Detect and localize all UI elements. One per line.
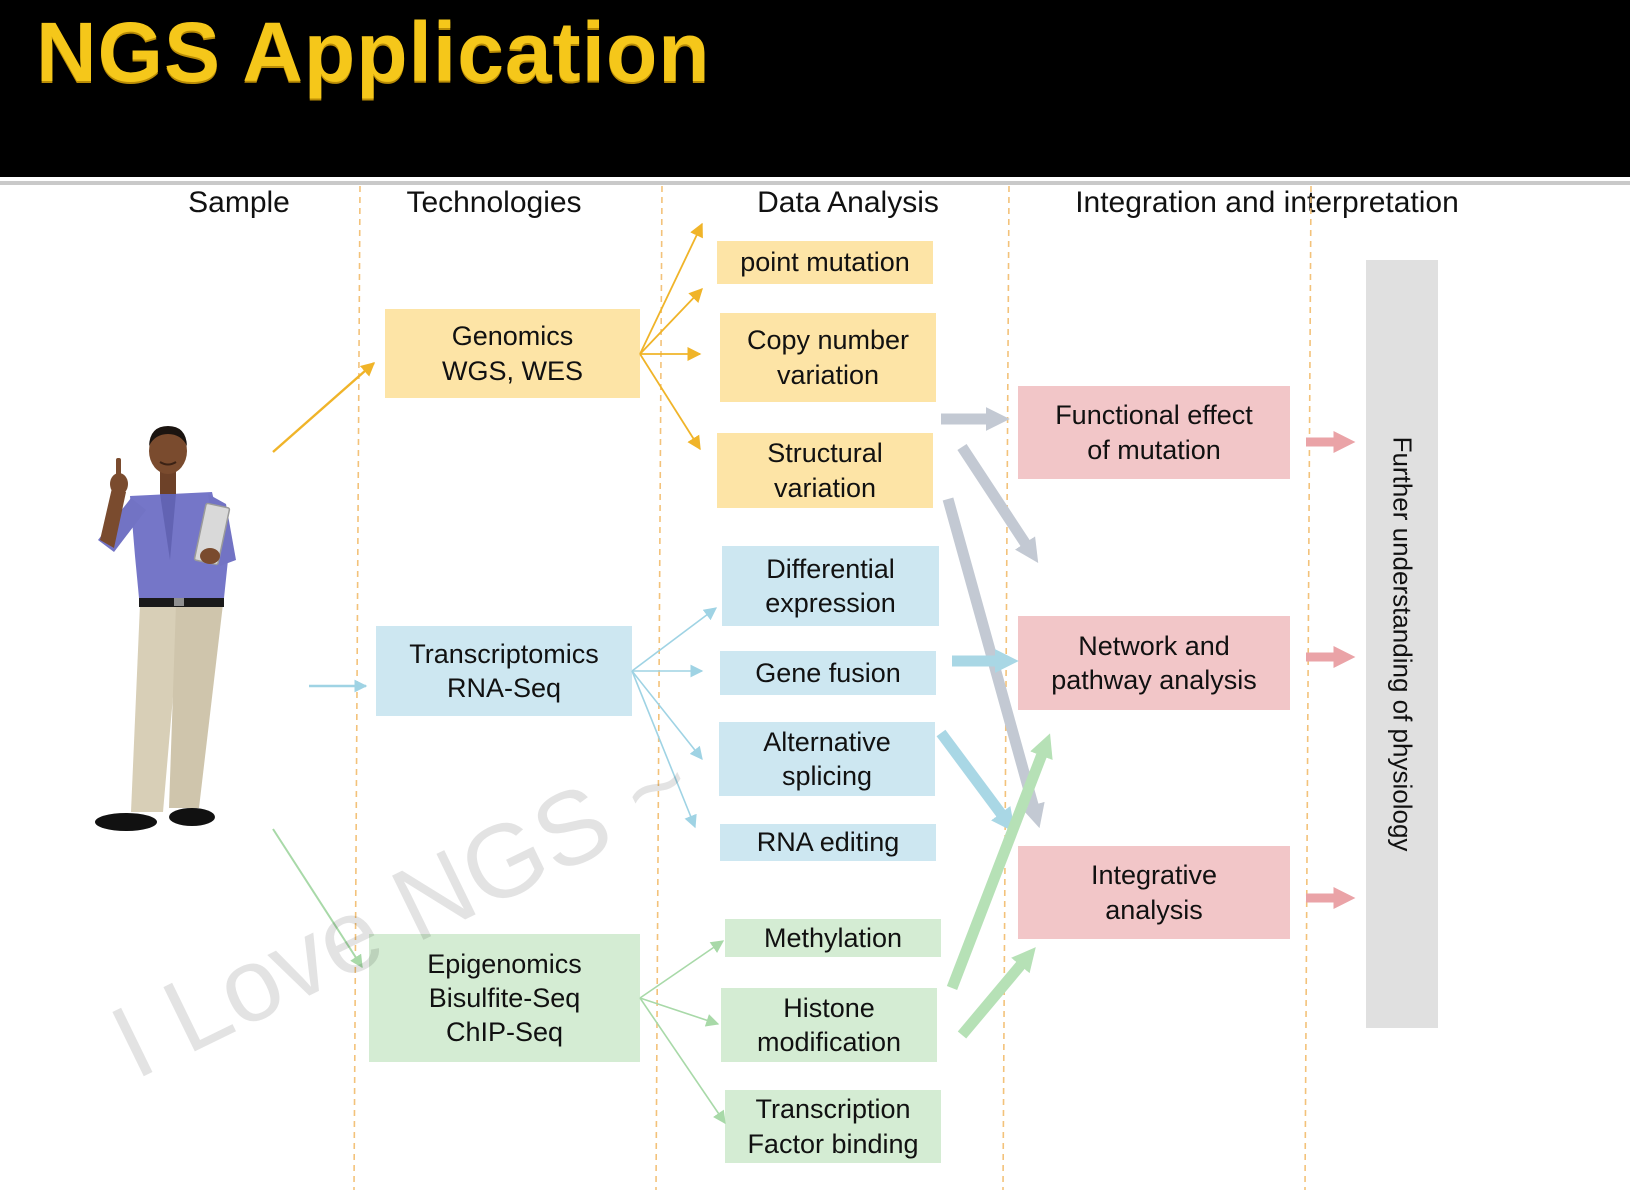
physiology-bar [1366, 260, 1438, 1028]
functional-line-2: of mutation [1087, 434, 1221, 465]
arrow-epi-to-network [946, 733, 1053, 990]
methylation-box: Methylation [725, 919, 941, 957]
page-title: NGS Application [36, 5, 711, 99]
copy-number-line-2: variation [776, 359, 880, 390]
arrow-trans-to-differential [631, 607, 718, 672]
arrow-sample-to-epigenomics [272, 828, 363, 969]
column-header-data-analysis: Data Analysis [757, 186, 939, 219]
arrow-genomics-to-point-mutation [639, 222, 703, 355]
network-line-1: Network and [1078, 630, 1230, 661]
structural-line-1: Structural [767, 438, 883, 469]
integrative-line-2: analysis [1105, 894, 1203, 925]
column-header-sample: Sample [188, 186, 290, 219]
differential-line-2: expression [765, 588, 896, 618]
arrow-epi-to-tf-binding [639, 997, 726, 1125]
epigenomics-method-1: Bisulfite-Seq [428, 982, 581, 1013]
tf-binding-box: Transcription Factor binding [725, 1090, 941, 1163]
arrow-genomics-to-structural [639, 353, 701, 451]
transcriptomics-label: Transcriptomics [409, 638, 599, 669]
network-line-2: pathway analysis [1051, 665, 1257, 695]
arrow-epi-to-histone [639, 997, 720, 1027]
column-divider-3 [1002, 185, 1010, 1190]
differential-expression-box: Differential expression [722, 546, 939, 626]
arrow-genomics-to-upper [639, 287, 703, 355]
tf-binding-line-2: Factor binding [747, 1128, 919, 1159]
header-divider [0, 181, 1630, 185]
epigenomics-box: Epigenomics Bisulfite-Seq ChIP-Seq [369, 934, 640, 1062]
copy-number-variation-box: Copy number variation [720, 313, 936, 402]
epigenomics-method-2: ChIP-Seq [445, 1017, 564, 1048]
gene-fusion-label: Gene fusion [755, 657, 901, 688]
arrow-sample-to-genomics [272, 362, 376, 453]
genomics-methods: WGS, WES [442, 355, 583, 386]
alt-splicing-line-1: Alternative [763, 726, 891, 757]
arrow-trans-to-editing [631, 670, 697, 829]
arrow-epi-to-methylation [639, 940, 725, 999]
column-divider-4 [1304, 185, 1312, 1190]
point-mutation-box: point mutation [717, 241, 933, 284]
histone-line-1: Histone [783, 992, 875, 1023]
network-pathway-box: Network and pathway analysis [1018, 616, 1290, 710]
genomics-label: Genomics [451, 321, 574, 352]
gene-fusion-box: Gene fusion [720, 651, 936, 695]
integrative-line-1: Integrative [1090, 860, 1218, 891]
differential-line-1: Differential [766, 553, 895, 584]
column-header-technologies: Technologies [406, 186, 582, 219]
histone-modification-box: Histone modification [721, 988, 937, 1062]
methylation-label: Methylation [763, 922, 903, 953]
copy-number-line-1: Copy number [746, 325, 910, 356]
tf-binding-line-1: Transcription [755, 1094, 911, 1125]
arrow-genomics-to-network [957, 443, 1039, 564]
genomics-box: Genomics WGS, WES [385, 309, 640, 398]
arrow-trans-to-integrative [936, 729, 1016, 833]
transcriptomics-box: Transcriptomics RNA-Seq [376, 626, 632, 716]
epigenomics-label: Epigenomics [427, 948, 582, 979]
functional-line-1: Functional effect [1055, 400, 1253, 431]
person-figure-icon [95, 426, 236, 831]
functional-effect-box: Functional effect of mutation [1018, 386, 1290, 479]
integrative-analysis-box: Integrative analysis [1018, 846, 1290, 939]
structural-variation-box: Structural variation [717, 433, 933, 508]
arrow-trans-to-splicing [631, 670, 703, 761]
histone-line-2: modification [756, 1027, 902, 1057]
alt-splicing-line-2: splicing [781, 761, 873, 791]
title-banner [0, 0, 1630, 177]
column-divider-1 [353, 185, 361, 1190]
structural-line-2: variation [773, 472, 877, 503]
alternative-splicing-box: Alternative splicing [719, 722, 935, 796]
transcriptomics-methods: RNA-Seq [446, 673, 562, 703]
point-mutation-label: point mutation [740, 247, 910, 278]
arrow-epi-to-integrative [957, 947, 1036, 1039]
rna-editing-label: RNA editing [756, 827, 900, 858]
rna-editing-box: RNA editing [720, 824, 936, 861]
column-header-integration: Integration and interpretation [1075, 186, 1459, 219]
